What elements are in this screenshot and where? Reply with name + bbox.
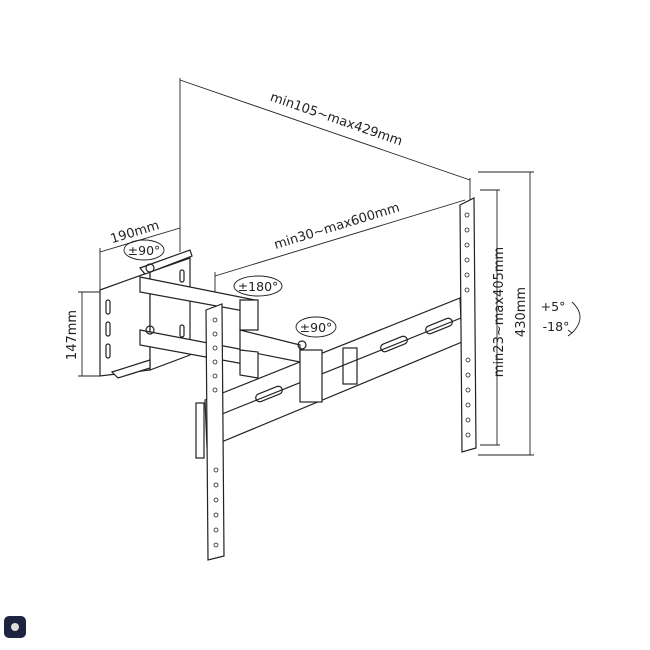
- swing-arms: [139, 263, 307, 379]
- label-head-swivel: ±90°: [300, 320, 333, 335]
- label-wall-swivel: ±90°: [128, 243, 161, 258]
- app-badge-icon[interactable]: [4, 616, 26, 638]
- label-rail-height: 430mm: [514, 287, 529, 337]
- rotation-arrows: [123, 239, 581, 338]
- label-tilt-down: -18°: [543, 319, 570, 334]
- label-vertical-adjust: min23~max405mm: [492, 247, 507, 377]
- right-vertical-rail: [459, 197, 477, 453]
- label-wall-plate-height: 147mm: [65, 310, 80, 360]
- label-tilt-up: +5°: [541, 299, 566, 314]
- label-arm-swivel: ±180°: [238, 279, 279, 294]
- crossbar: [204, 297, 463, 449]
- left-vertical-rail: [195, 303, 225, 561]
- label-horizontal-adjust: min30~max600mm: [272, 200, 401, 252]
- label-extension-depth: min105~max429mm: [268, 90, 404, 149]
